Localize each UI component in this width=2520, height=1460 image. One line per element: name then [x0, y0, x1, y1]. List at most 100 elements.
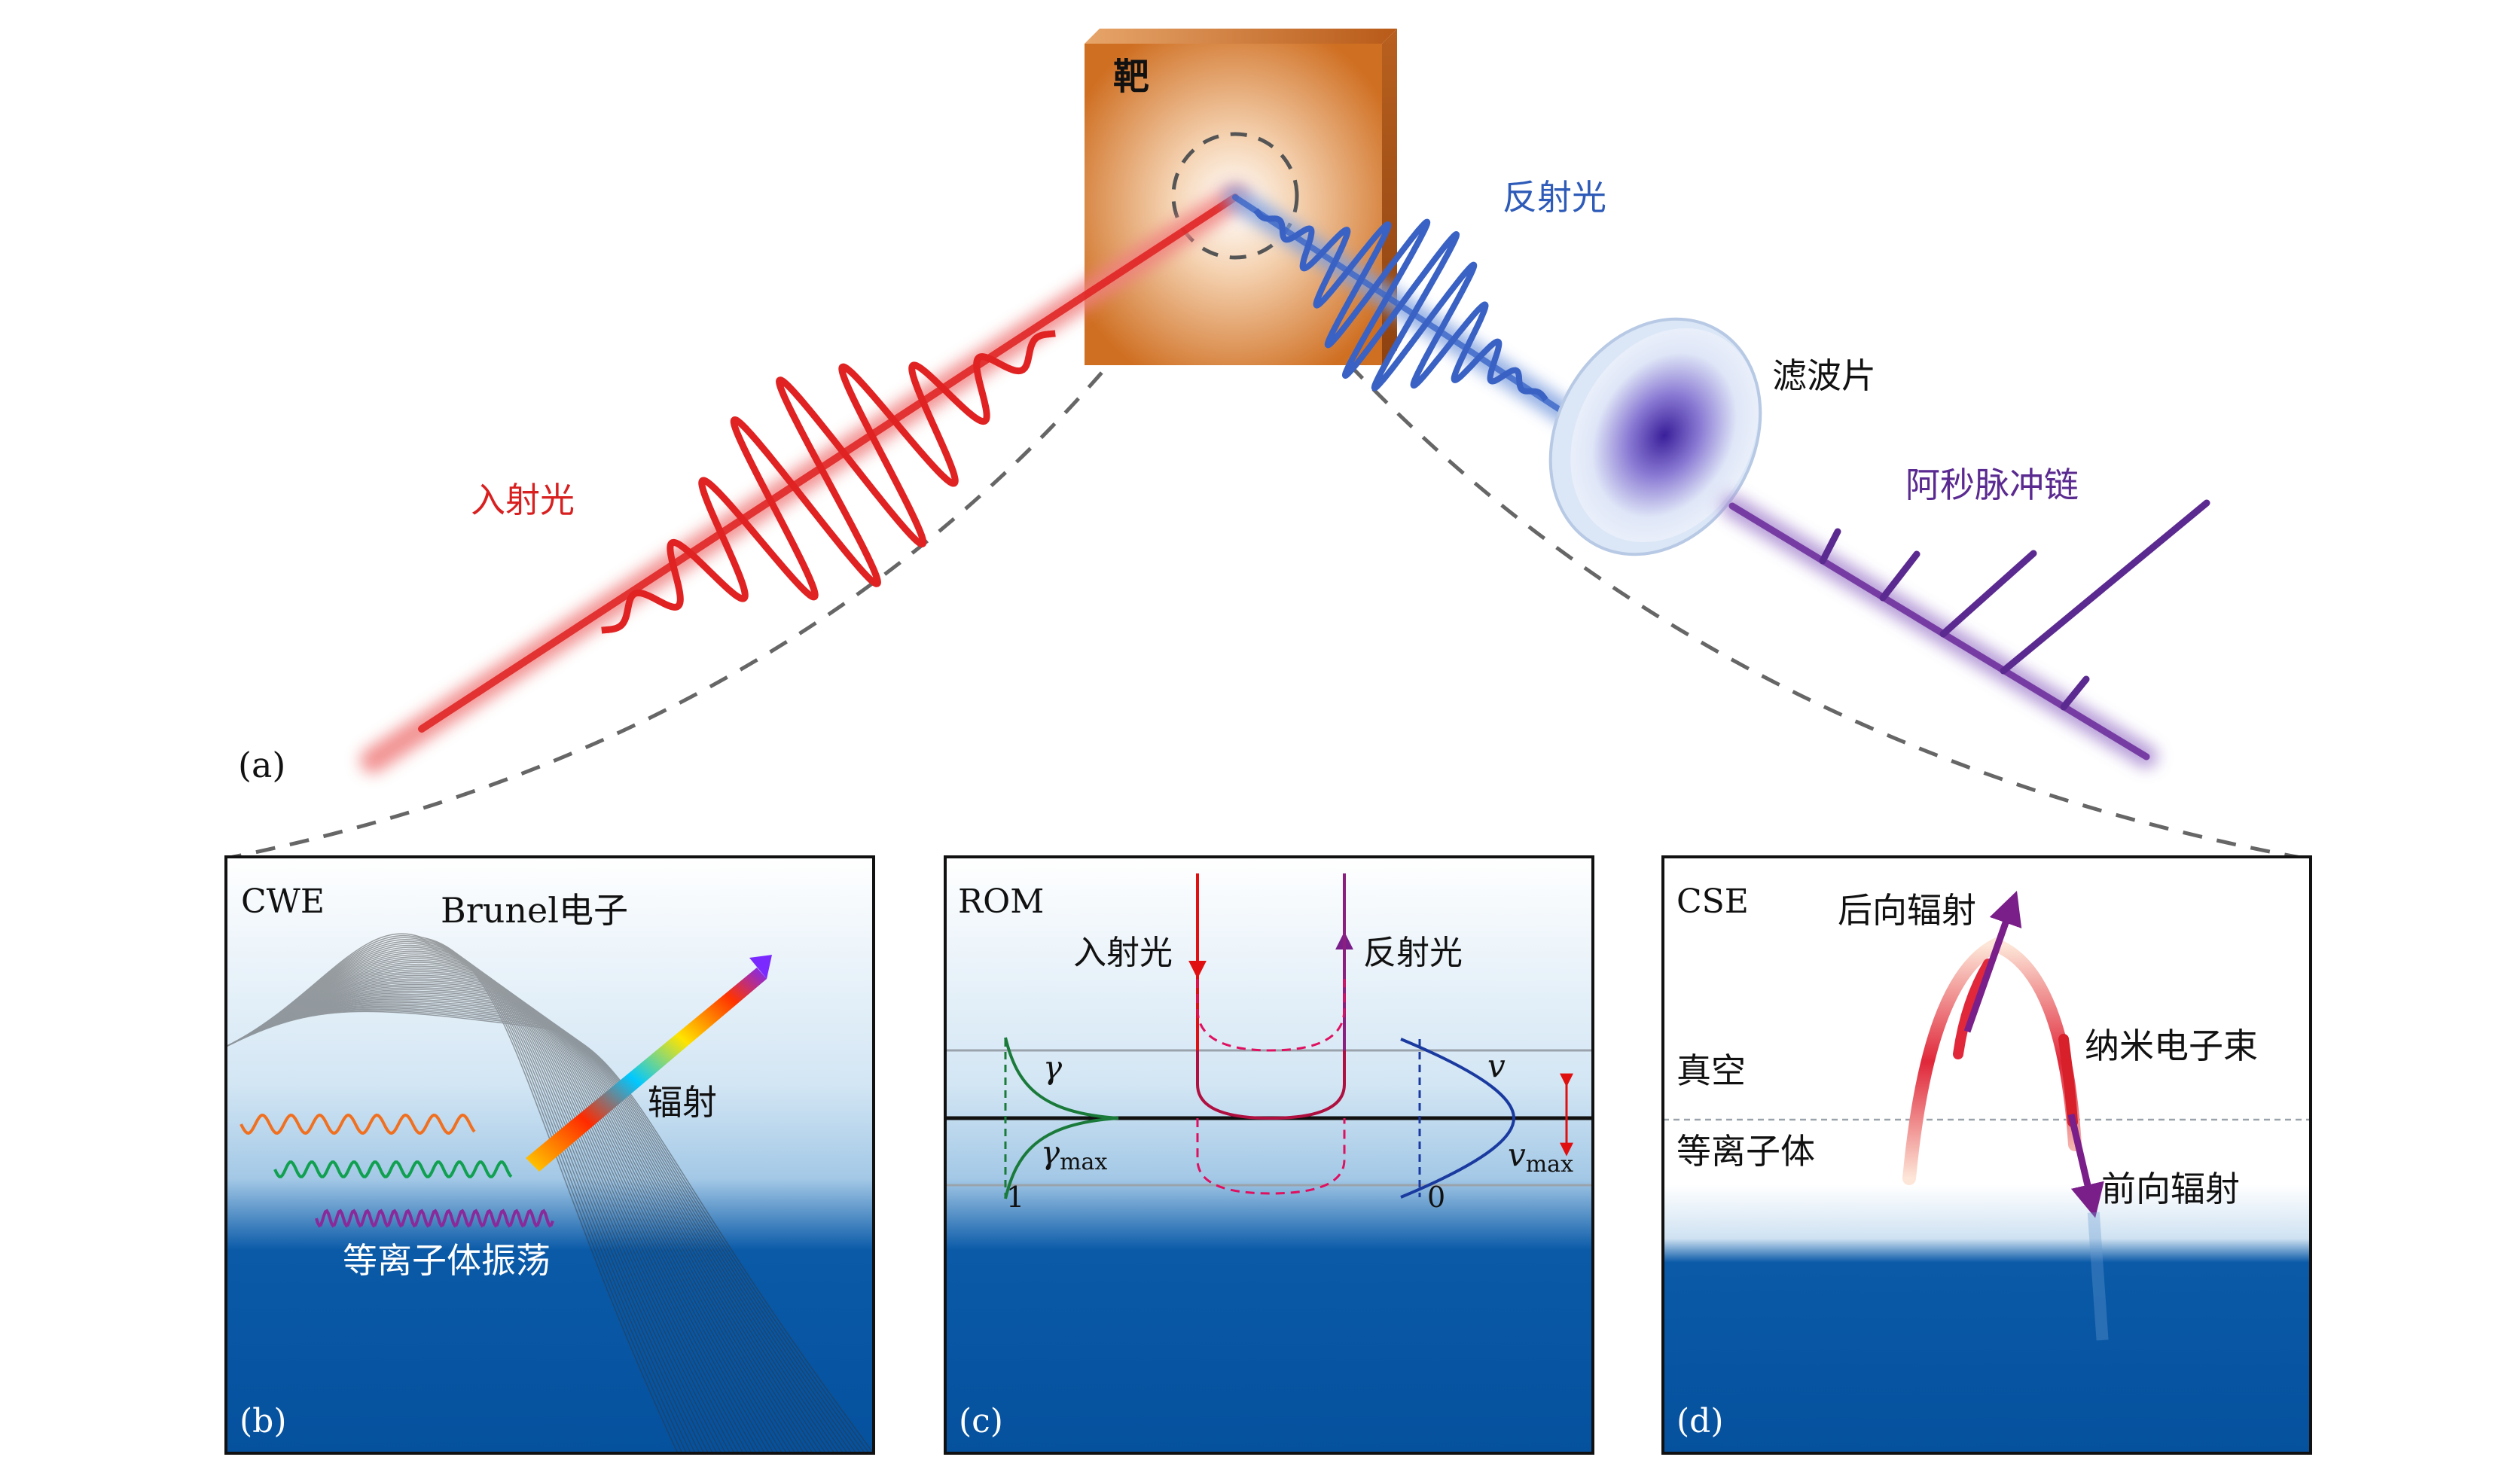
radiation-label: 辐射	[648, 1082, 717, 1123]
brunel-trajectory	[226, 956, 731, 1453]
brunel-trajectory	[226, 1005, 857, 1453]
brunel-trajectory	[226, 971, 766, 1453]
velocity-curve	[1400, 1038, 1573, 1199]
brunel-trajectory	[226, 1009, 870, 1453]
v-zero-label: 0	[1427, 1181, 1445, 1214]
reflected-pulse	[1252, 207, 1549, 403]
reflected-light-label: 反射光	[1503, 177, 1606, 218]
incident-beam	[360, 184, 1248, 773]
incident-light-label: 入射光	[471, 480, 575, 520]
forward-radiation-label: 前向辐射	[2101, 1169, 2240, 1209]
target-label: 靶	[1113, 56, 1149, 98]
brunel-trajectory	[226, 997, 831, 1453]
brunel-trajectory	[226, 937, 688, 1453]
brunel-trajectory	[226, 958, 735, 1453]
panel-a-label: (a)	[238, 745, 285, 785]
brunel-trajectory	[226, 995, 827, 1453]
brunel-trajectory	[226, 952, 722, 1453]
rom-incident-label: 入射光	[1073, 934, 1173, 972]
brunel-trajectory	[226, 965, 752, 1453]
brunel-trajectory	[226, 940, 696, 1453]
brunel-trajectory	[226, 959, 740, 1453]
brunel-trajectory	[226, 950, 718, 1453]
brunel-trajectory	[226, 967, 757, 1453]
cse-title: CSE	[1676, 882, 1749, 921]
zoom-dashed-left	[225, 291, 1169, 861]
incident-pulse	[599, 330, 1058, 634]
wave-green	[273, 1160, 513, 1178]
brunel-electron-trajectories	[226, 933, 874, 1453]
backward-radiation-arrow	[1963, 891, 2022, 1033]
brunel-trajectory	[226, 980, 788, 1453]
focus-dashed-circle	[1171, 132, 1299, 260]
brunel-trajectory	[226, 990, 813, 1453]
panel-d-label: (d)	[1676, 1402, 1724, 1440]
brunel-trajectory	[226, 963, 749, 1453]
brunel-trajectory	[226, 983, 796, 1453]
brunel-trajectory	[226, 993, 822, 1453]
brunel-trajectory	[226, 943, 700, 1453]
brunel-trajectory	[226, 974, 774, 1453]
filter-label: 滤波片	[1772, 355, 1876, 396]
rom-reflected-label: 反射光	[1363, 934, 1463, 972]
v-max-label: vmax	[1508, 1136, 1573, 1178]
brunel-trajectory	[226, 989, 809, 1453]
rom-mirror-curves	[1188, 873, 1353, 1195]
forward-radiation-arrow	[2067, 1113, 2104, 1218]
brunel-trajectory	[226, 946, 709, 1453]
brunel-trajectory	[226, 1003, 848, 1453]
filter-disc	[1548, 317, 1762, 556]
brunel-trajectory	[226, 985, 801, 1453]
plasma-label: 等离子体	[1676, 1131, 1815, 1172]
brunel-trajectory	[226, 977, 779, 1453]
gamma-one-label: 1	[1006, 1181, 1024, 1214]
brunel-trajectory	[226, 982, 792, 1453]
gamma-curve	[1004, 1037, 1119, 1199]
plasma-oscillation-label: 等离子体振荡	[343, 1240, 551, 1281]
brunel-electron-label: Brunel电子	[441, 890, 628, 931]
brunel-trajectory	[226, 939, 692, 1453]
panel-a: (a) 靶 入射光 反射光 滤波片 阿秒脉冲链	[225, 29, 2305, 861]
attosecond-beam	[1721, 495, 2210, 768]
gamma-label: γ	[1043, 1049, 1063, 1086]
forward-beam-trace	[2087, 1212, 2109, 1341]
zoom-dashed-right	[1324, 337, 2305, 861]
reflected-beam	[1224, 186, 1578, 425]
brunel-trajectory	[226, 962, 744, 1453]
brunel-trajectory	[226, 1008, 866, 1453]
backward-radiation-label: 后向辐射	[1838, 890, 1976, 931]
vacuum-label: 真空	[1676, 1050, 1746, 1091]
wave-orange	[239, 1113, 476, 1135]
gamma-max-label: γmax	[1041, 1134, 1107, 1175]
panel-b-label: (b)	[239, 1402, 287, 1440]
brunel-trajectory	[226, 1000, 840, 1453]
panel-b: CWE Brunel电子 辐射 等离子体振荡 (b)	[224, 855, 875, 1455]
panel-c: ROM 入射光 反射光 γ γmax 1 v vmax 0 (c)	[944, 855, 1594, 1455]
panel-d: CSE 后向辐射 纳米电子束 真空 等离子体 前向辐射 (d)	[1661, 855, 2312, 1455]
brunel-trajectory	[226, 1001, 844, 1453]
brunel-trajectory	[226, 998, 835, 1453]
brunel-trajectory	[226, 969, 761, 1453]
brunel-trajectory	[226, 1010, 874, 1453]
brunel-trajectory	[226, 1004, 853, 1453]
brunel-trajectory	[226, 1007, 862, 1453]
panel-c-label: (c)	[959, 1402, 1003, 1440]
brunel-trajectory	[226, 973, 770, 1453]
brunel-trajectory	[226, 978, 783, 1453]
rom-title: ROM	[958, 882, 1044, 921]
nano-bunch-label: 纳米电子束	[2085, 1026, 2258, 1066]
cwe-title: CWE	[241, 882, 325, 921]
attosecond-spikes	[1819, 499, 2210, 711]
radiation-rainbow-arrow	[526, 955, 772, 1172]
v-label: v	[1487, 1047, 1506, 1084]
brunel-trajectory	[226, 933, 679, 1453]
brunel-trajectory	[226, 987, 805, 1453]
brunel-trajectory	[226, 992, 818, 1453]
brunel-trajectory	[226, 934, 683, 1453]
brunel-trajectory	[226, 948, 713, 1453]
brunel-trajectory	[226, 944, 705, 1453]
attosecond-train-label: 阿秒脉冲链	[1905, 465, 2079, 505]
wave-purple	[315, 1209, 554, 1228]
brunel-trajectory	[226, 954, 727, 1453]
